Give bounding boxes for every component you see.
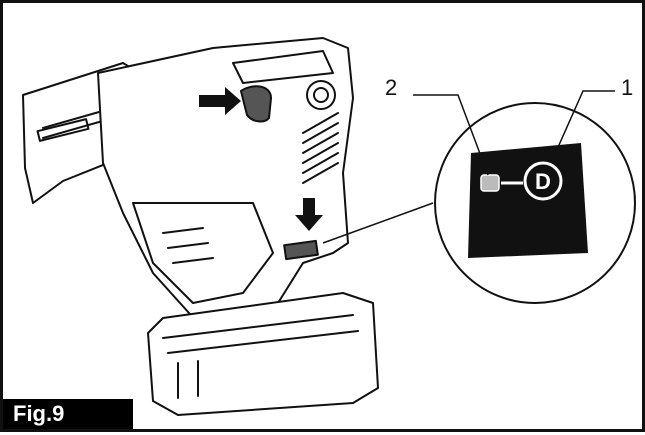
callout-1-label: 1 bbox=[621, 75, 634, 100]
arrow-icon bbox=[199, 87, 241, 115]
d-symbol-letter: D bbox=[535, 169, 551, 194]
tool-trigger bbox=[240, 85, 272, 123]
callout-2-label: 2 bbox=[385, 75, 398, 100]
tool-illustration: D bbox=[22, 37, 636, 416]
battery-pack bbox=[147, 292, 379, 416]
indicator-lamp-icon bbox=[480, 174, 500, 192]
figure-label: Fig.9 bbox=[3, 399, 133, 429]
tool-grip bbox=[132, 202, 274, 304]
inset-panel bbox=[468, 143, 588, 258]
arrow-down-icon bbox=[295, 198, 323, 231]
tool-lock-button bbox=[283, 239, 319, 261]
d-symbol-icon bbox=[523, 161, 563, 201]
